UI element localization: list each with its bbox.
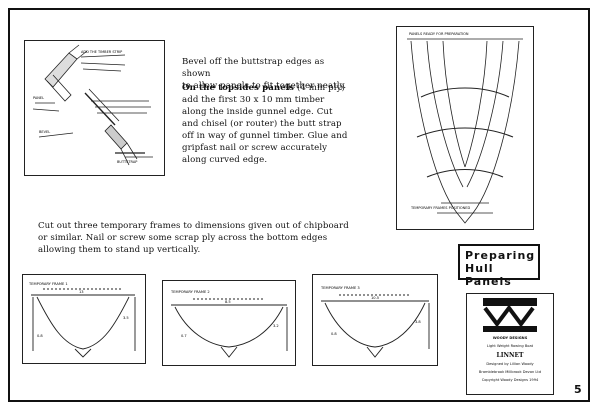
plan-label-bottom: TEMPORARY FRAMES POSITIONED <box>410 206 471 210</box>
frame-3-dim-a: 10.5 <box>371 296 379 300</box>
page-border <box>8 8 590 402</box>
frame-3-label: TEMPORARY FRAME 3 <box>320 286 360 290</box>
plan-label-top: PANELS READY FOR PREPARATION <box>409 32 469 36</box>
logo-brand-text: WOODY DESIGNS <box>492 336 528 340</box>
temporary-frame-1-drawing: TEMPORARY FRAME 1 13 3.5 0.8 <box>22 274 146 364</box>
detail-label-topsides: ADD THE TIMBER STRIP <box>81 50 122 54</box>
logo-tagline: Light Weight Rowing Boat <box>486 344 534 348</box>
bevel-line-2: to allow panels to fit together neatly. <box>182 81 347 91</box>
topsides-instructions: On the topsides panels (4 mm ply) add th… <box>182 82 350 166</box>
hull-plan-drawing: PANELS READY FOR PREPARATION TEMPORARY F… <box>396 26 534 230</box>
frame-2-label: TEMPORARY FRAME 2 <box>170 290 210 294</box>
frame-1-dim-b: 3.5 <box>123 316 129 320</box>
detail-label-bevel: BEVEL <box>39 130 50 134</box>
frame-2-dim-c: 0.7 <box>181 334 187 338</box>
detail-label-buttstrap: BUTTSTRAP <box>117 160 137 164</box>
frame-1-label: TEMPORARY FRAME 1 <box>28 282 68 286</box>
frame-2-dim-b: 3.2 <box>273 324 279 328</box>
page-number: 5 <box>574 383 582 396</box>
temporary-frame-3-drawing: TEMPORARY FRAME 3 10.5 3.8 0.8 <box>312 274 438 366</box>
frame-3-dim-c: 0.8 <box>331 332 337 336</box>
woody-designs-logo-icon <box>483 298 537 332</box>
section-title-line-2: Hull Panels <box>465 262 512 288</box>
frame-1-dim-a: 13 <box>79 290 84 294</box>
designer-logo-block: WOODY DESIGNS Light Weight Rowing Boat L… <box>466 293 554 395</box>
frames-instructions: Cut out three temporary frames to dimens… <box>38 221 349 255</box>
topsides-body: (4 mm ply) add the first 30 x 10 mm timb… <box>182 83 348 165</box>
section-title-box: Preparing Hull Panels <box>458 244 540 288</box>
section-title-line-1: Preparing <box>465 249 536 262</box>
logo-boat-name: LINNET <box>496 352 524 359</box>
detail-label-panel: PANEL <box>33 96 44 100</box>
buttstrap-detail-drawing: ADD THE TIMBER STRIP PANEL BUTTSTRAP BEV… <box>24 40 165 176</box>
logo-designer: Designed by Lillian Woody <box>486 362 534 366</box>
logo-address: Bramblebrook Millbrook Devon Ltd <box>478 370 542 374</box>
frame-1-dim-c: 0.8 <box>37 334 43 338</box>
bevel-line-1: Bevel off the buttstrap edges as shown <box>182 57 325 79</box>
frame-2-dim-a: 8.5 <box>225 300 231 304</box>
logo-copyright: Copyright Woody Designs 1994 <box>481 378 539 382</box>
bevel-instructions: Bevel off the buttstrap edges as shown t… <box>182 56 352 92</box>
temporary-frame-2-drawing: TEMPORARY FRAME 2 8.5 3.2 0.7 <box>162 280 296 366</box>
topsides-bold-lead: On the topsides panels <box>182 83 295 93</box>
frame-3-dim-b: 3.8 <box>415 320 421 324</box>
